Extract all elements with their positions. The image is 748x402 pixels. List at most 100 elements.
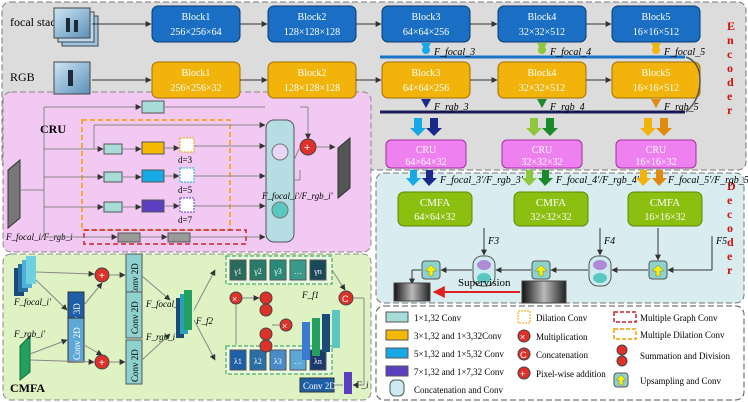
svg-text:×: × <box>282 321 287 331</box>
cmfa-input-rgb: F_rgb_i′ <box>13 329 46 339</box>
focal-block-dim-1: 256×256×64 <box>170 27 221 38</box>
focal-feat-label-4: F_focal_4 <box>549 47 591 58</box>
legend-swatch-concat-conv <box>389 379 405 397</box>
cmfa-block-dim-2: 32×32×32 <box>530 212 571 223</box>
cru-block-1 <box>385 139 467 169</box>
svg-text:+: + <box>304 142 310 154</box>
focal-feat-label-3: F_focal_3 <box>433 47 475 58</box>
pair-label-5: F_focal_5′/F_rgb_5′ <box>667 175 748 186</box>
cmfa-block-2 <box>513 191 589 227</box>
legend-swatch-multi-dilation <box>613 328 637 340</box>
legend-sum-div-label: Summation and Division <box>640 351 731 361</box>
gammaCells-cell-3 <box>269 259 287 281</box>
cru-input-feature <box>7 158 21 230</box>
dilation-7 <box>179 197 195 213</box>
cmfa-block-name-3: CMFA <box>650 197 680 209</box>
cru-1x1-top <box>141 100 165 114</box>
cmfa-conv2d-c <box>125 339 143 385</box>
gammaCells-cell-5 <box>309 259 327 281</box>
cmfa-input-focal: F_focal_i′ <box>13 297 52 307</box>
focal-block-name-3: Block3 <box>412 12 441 23</box>
svg-text:Conv 2D: Conv 2D <box>72 327 82 360</box>
cmfa-block-dim-3: 16×16×32 <box>644 212 685 223</box>
rgb-feat-label-5: F_rgb_5 <box>663 102 699 113</box>
legend-upsample-label: Upsampling and Conv <box>640 376 721 386</box>
lambdaCells-cell-2 <box>249 349 267 371</box>
decoder-feat-F4: F4 <box>603 236 615 247</box>
legend-panel <box>375 305 745 401</box>
legend-5x5-label: 5×1,32 and 1×5,32 Conv <box>414 349 504 359</box>
cmfa-rgb-slab <box>19 334 31 382</box>
legend-concat-icon <box>517 347 531 361</box>
rgb-block-dim-1: 256×256×32 <box>170 83 221 94</box>
focal-block-dim-4: 32×32×512 <box>519 27 565 38</box>
svg-text:Conv 2D: Conv 2D <box>130 349 140 382</box>
cmfa-output-feature <box>344 372 352 394</box>
rgb-block-dim-5: 16×16×512 <box>633 83 679 94</box>
cmfa-block-dim-1: 64×64×32 <box>414 212 455 223</box>
legend-3x3-label: 3×1,32 and 1×3,32Conv <box>414 331 502 341</box>
svg-text:C: C <box>342 294 349 304</box>
dilation-label-5: d=5 <box>178 185 193 195</box>
cmfa-f1-label: F_f1 <box>301 290 319 300</box>
cmfa-mid-rgb: F_rgb_i″ <box>145 332 179 342</box>
svg-text:+: + <box>520 369 525 379</box>
cmfa-detail: F_focal_i′ F_rgb_i′ CMFA Conv 3D Conv 2D… <box>10 253 369 395</box>
svg-text:Conv 2D: Conv 2D <box>130 263 140 296</box>
focal-block-name-2: Block2 <box>298 12 327 23</box>
cru-block-name-3: CRU <box>646 145 667 156</box>
svg-text:Conv 2D: Conv 2D <box>303 381 336 391</box>
decoder-feat-F5: F5 <box>715 236 727 247</box>
cru-title: CRU <box>40 122 66 136</box>
rgb-block-dim-4: 32×32×512 <box>519 83 565 94</box>
cmfa-conv2d-b <box>125 291 143 339</box>
legend-swatch-graph <box>613 311 637 323</box>
focal-block-5 <box>611 5 701 43</box>
rgb-block-dim-3: 64×64×256 <box>403 83 449 94</box>
focal-stack-label-text: focal stack <box>10 15 62 29</box>
dilation-label-3: d=3 <box>178 155 193 165</box>
legend-7x7-label: 7×1,32 and 1×7,32 Conv <box>414 367 504 377</box>
rgb-blocks: Block1256×256×32Block2128×128×128Block36… <box>92 61 701 99</box>
lambdaCells-label-2: λ2 <box>254 357 262 366</box>
focal-block-dim-5: 16×16×512 <box>633 27 679 38</box>
cmfa-focal-stack <box>14 256 36 296</box>
dilation-5 <box>179 167 195 183</box>
rgb-image <box>53 61 91 95</box>
legend-sum-div-icon <box>616 344 628 356</box>
gammaCells-label-3: γ3 <box>273 267 282 276</box>
focal-block-name-1: Block1 <box>182 12 211 23</box>
focal-block-name-5: Block5 <box>642 12 671 23</box>
cru-block-dim-2: 32×32×32 <box>521 157 562 168</box>
decoder-flow: F3 F4 F5 Supervision <box>393 228 727 304</box>
cmfa-block-name-1: CMFA <box>420 197 450 209</box>
lambdaCells-cell-3 <box>269 349 287 371</box>
rgb-label: RGB <box>10 70 35 84</box>
cru-block-name-2: CRU <box>532 145 553 156</box>
dilation-label-7: d=7 <box>178 215 193 225</box>
legend-add-icon <box>517 366 531 380</box>
decoder-feat-F3: F3 <box>487 236 499 247</box>
supervision-label: Supervision <box>458 277 511 289</box>
cru-branch-5 <box>141 169 165 183</box>
gammaCells-cell-1 <box>229 259 247 281</box>
ground-truth-image <box>521 280 567 304</box>
cru-block-2 <box>501 139 583 169</box>
legend-swatch-1x1 <box>385 311 409 323</box>
gammaCells-cell-2 <box>249 259 267 281</box>
loop-connector <box>685 56 701 113</box>
lambdaCells-label-4: … <box>294 357 302 366</box>
rgb-block-dim-2: 128×128×128 <box>284 83 340 94</box>
cru-detail: CRU F_focal_i/F_rgb_i d=3 d=5 d=7 <box>5 100 351 245</box>
gammaCells-label-2: γ2 <box>253 267 262 276</box>
legend-add-label: Pixel-wise addition <box>536 369 606 379</box>
legend-dilation-label: Dilation Conv <box>536 313 588 323</box>
legend-graph-label: Multiple Graph Conv <box>640 313 718 323</box>
svg-text:×: × <box>232 294 237 304</box>
lambdaCells-label-1: λ1 <box>234 357 242 366</box>
